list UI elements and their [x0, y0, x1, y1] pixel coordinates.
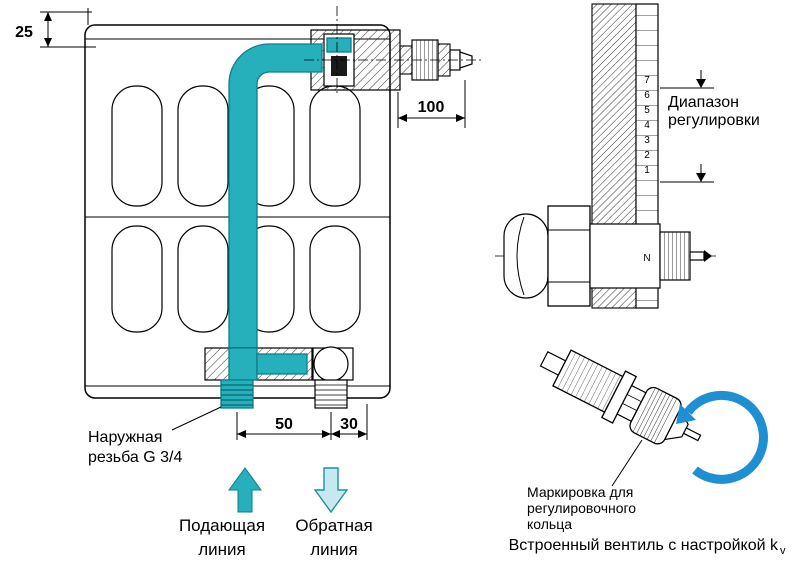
return-line-label-1: Обратная — [295, 516, 372, 535]
valve-head-assembly — [228, 6, 484, 349]
thread-label-line2: резьба G 3/4 — [88, 449, 182, 466]
supply-channel — [228, 347, 258, 381]
supply-flow-arrow-icon — [228, 467, 262, 513]
radiator-panel — [177, 85, 229, 207]
scale-number: 7 — [644, 75, 650, 86]
return-valve-ball — [313, 346, 349, 382]
scale-number: 4 — [644, 120, 650, 131]
supply-pipe — [228, 43, 323, 349]
scale-number: 6 — [644, 90, 650, 101]
flow-arrows: Подающая линия Обратная линия — [179, 467, 373, 559]
return-flow-arrow-icon — [313, 467, 349, 514]
marking-label-line2: регулировочного — [527, 500, 636, 516]
dimension-annotations: 25 100 50 30 Наружная резьба G 3/4 — [15, 11, 466, 466]
radiator-panel — [111, 85, 163, 207]
rotation-arrow-head-icon — [676, 404, 696, 424]
cross-channel — [256, 353, 308, 375]
scale-number: 1 — [644, 165, 650, 176]
insert-caption-subscript: v — [780, 545, 786, 557]
scale-number: 3 — [644, 135, 650, 146]
radiator-panel — [309, 85, 361, 207]
valve-through-wall: N — [503, 205, 712, 307]
scale-n-mark: N — [643, 253, 650, 264]
marking-label-line1: Маркировка для — [527, 484, 633, 500]
return-connection-stub — [314, 379, 348, 409]
range-label-line1: Диапазон — [668, 94, 739, 111]
supply-line-label-2: линия — [198, 540, 246, 559]
radiator-panel — [177, 225, 229, 333]
valve-insert-cartridge — [539, 349, 702, 445]
bottom-manifold — [204, 346, 354, 409]
dim-50-label: 50 — [275, 416, 293, 433]
supply-connection-stub — [220, 379, 254, 409]
valve-nut — [326, 37, 352, 53]
range-label-line2: регулировки — [668, 112, 760, 129]
rotation-arrow-icon — [684, 390, 768, 484]
dim-30-label: 30 — [340, 416, 358, 433]
scale-number: 2 — [644, 150, 650, 161]
dim-25-label: 25 — [15, 24, 33, 41]
radiator-panel — [309, 225, 361, 333]
return-line-label-2: линия — [310, 540, 358, 559]
adjustment-scale-diagram: 7 6 5 4 3 2 1 Диапазон регулировки N — [495, 3, 760, 309]
supply-line-label-1: Подающая — [179, 516, 265, 535]
thread-label-line1: Наружная — [88, 429, 162, 446]
valve-spindle — [331, 56, 347, 76]
valve-insert-diagram: Маркировка для регулировочного кольца Вс… — [509, 349, 786, 557]
marking-label-line3: кольца — [527, 516, 572, 532]
scale-number: 5 — [644, 105, 650, 116]
insert-caption: Встроенный вентиль с настройкой k — [509, 537, 779, 554]
dim-100-label: 100 — [418, 99, 445, 116]
radiator-panel — [111, 225, 163, 333]
